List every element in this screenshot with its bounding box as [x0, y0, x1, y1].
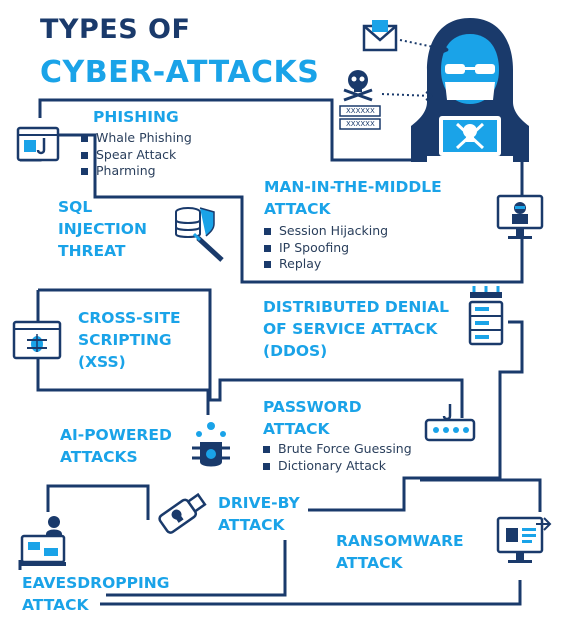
title-line: ATTACK: [218, 516, 285, 534]
server-rack-icon: [468, 286, 504, 346]
connector-path: [308, 320, 524, 512]
connector-path: [46, 484, 150, 520]
connector-path: [420, 478, 542, 512]
ddos-title: DISTRIBUTED DENIAL OF SERVICE ATTACK (DD…: [263, 296, 449, 362]
title-line: RANSOMWARE: [336, 532, 464, 550]
title-line: DISTRIBUTED DENIAL: [263, 298, 449, 316]
list-item: Session Hijacking: [264, 223, 388, 240]
title-line: MAN-IN-THE-MIDDLE: [264, 178, 442, 196]
list-item: Dictionary Attack: [263, 458, 412, 475]
hacker-icon: [411, 18, 529, 162]
title-line: THREAT: [58, 242, 126, 260]
credential-label-1: XXXXXX: [346, 107, 375, 115]
usb-skull-icon: [158, 492, 207, 534]
mitm-title: MAN-IN-THE-MIDDLE ATTACK: [264, 176, 442, 220]
list-item: Spear Attack: [81, 147, 192, 164]
title-line: (XSS): [78, 353, 126, 371]
hacker-monitor-icon: [496, 194, 544, 239]
list-item: Whale Phishing: [81, 130, 192, 147]
title-line: AI-POWERED: [60, 426, 172, 444]
title-line: SCRIPTING: [78, 331, 172, 349]
list-item: Pharming: [81, 163, 192, 180]
phishing-title: PHISHING: [93, 108, 179, 126]
title-line: EAVESDROPPING: [22, 574, 170, 592]
ransomware-monitor-icon: [496, 516, 552, 563]
ai-title: AI-POWERED ATTACKS: [60, 424, 172, 468]
eavesdropper-laptop-icon: [20, 516, 66, 566]
sql-title: SQL INJECTION THREAT: [58, 196, 147, 262]
title-line-2: CYBER-ATTACKS: [40, 55, 320, 90]
ai-chip-bug-icon: [192, 422, 230, 467]
eavesdropping-title: EAVESDROPPING ATTACK: [22, 572, 169, 616]
list-item: IP Spoofing: [264, 240, 388, 257]
database-syringe-icon: [175, 207, 224, 262]
password-list: Brute Force Guessing Dictionary Attack: [263, 441, 412, 474]
connector-path: [38, 288, 464, 418]
title-line: (DDOS): [263, 342, 328, 360]
envelope-hook-icon: [362, 20, 449, 54]
title-line: INJECTION: [58, 220, 147, 238]
ransomware-title: RANSOMWARE ATTACK: [336, 530, 464, 574]
title-line: PASSWORD: [263, 398, 362, 416]
title-line: ATTACK: [264, 200, 331, 218]
list-item: Replay: [264, 256, 388, 273]
title-line: DRIVE-BY: [218, 494, 300, 512]
title-line-1: TYPES OF: [40, 14, 191, 45]
password-title: PASSWORD ATTACK: [263, 396, 362, 440]
title-line: SQL: [58, 198, 93, 216]
credential-label-2: XXXXXX: [346, 120, 375, 128]
list-item: Brute Force Guessing: [263, 441, 412, 458]
phishing-list: Whale Phishing Spear Attack Pharming: [81, 130, 192, 180]
connector-path: [38, 98, 524, 284]
title-line: ATTACK: [263, 420, 330, 438]
title-line: ATTACK: [336, 554, 403, 572]
xss-title: CROSS-SITE SCRIPTING (XSS): [78, 307, 181, 373]
driveby-title: DRIVE-BY ATTACK: [218, 492, 300, 536]
title-line: OF SERVICE ATTACK: [263, 320, 438, 338]
connector-path: [106, 540, 287, 597]
mitm-list: Session Hijacking IP Spoofing Replay: [264, 223, 388, 273]
title-line: ATTACK: [22, 596, 89, 614]
skull-credentials-icon: [339, 70, 433, 130]
title-line: CROSS-SITE: [78, 309, 181, 327]
browser-bug-icon: [12, 320, 62, 360]
title-line: ATTACKS: [60, 448, 138, 466]
password-hook-icon: [424, 404, 476, 442]
connector-path: [100, 580, 522, 606]
phishing-browser-icon: [16, 126, 60, 162]
